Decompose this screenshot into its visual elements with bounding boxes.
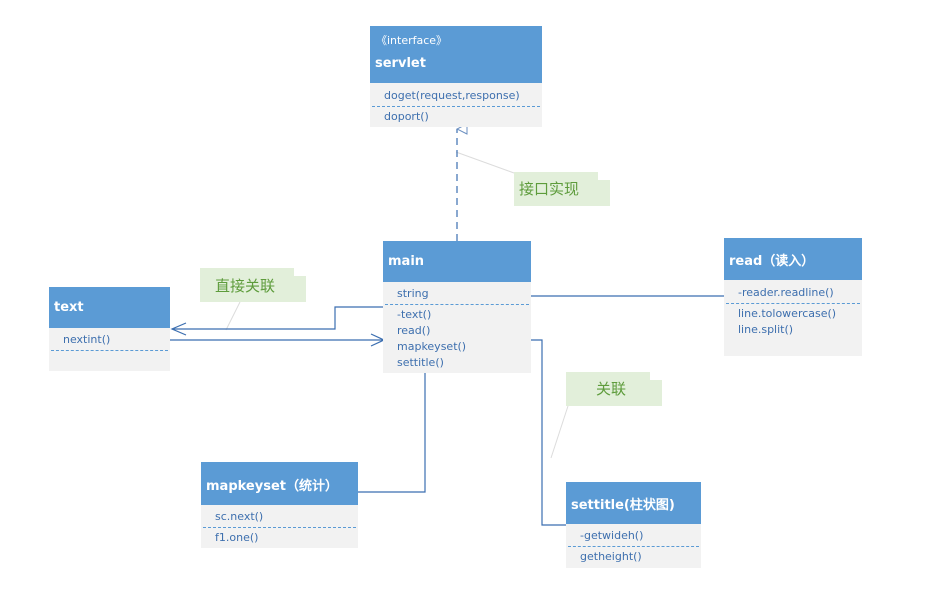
divider [51,350,168,351]
divider [203,527,356,528]
method-text: -text() [397,308,432,321]
method-doget: doget(request,response) [384,89,520,102]
note-pointer-interface [455,151,515,174]
class-settitle[interactable]: settitle(柱状图) -getwideh() getheight() [566,482,701,568]
method-getheight: getheight() [580,550,642,563]
method-mapkeyset: mapkeyset() [397,340,467,353]
class-body: -reader.readline() line.tolowercase() li… [724,280,862,356]
class-header: 《interface》 servlet [370,26,542,83]
class-text[interactable]: text nextint() [49,287,170,371]
field-string: string [397,287,429,300]
note-interface-impl[interactable]: 接口实现 [514,172,610,206]
divider [726,303,860,304]
note-assoc[interactable]: 关联 [566,372,662,406]
class-name: settitle(柱状图) [571,498,675,513]
method-tolowercase: line.tolowercase() [738,307,837,320]
class-name: mapkeyset（统计） [206,479,338,494]
class-servlet[interactable]: 《interface》 servlet doget(request,respon… [370,26,542,127]
method-split: line.split() [738,323,794,336]
method-nextint: nextint() [63,333,111,346]
stereotype-label: 《interface》 [376,34,448,47]
class-body: -getwideh() getheight() [566,524,701,568]
class-header: settitle(柱状图) [566,482,701,524]
class-body: sc.next() f1.one() [201,505,358,548]
note-text: 直接关联 [215,277,276,295]
assoc-main-settitle[interactable] [531,339,566,526]
note-text: 关联 [596,380,627,398]
class-body: string -text() read() mapkeyset() settit… [383,282,531,373]
arrowhead-to-text [170,322,187,336]
field-readline: -reader.readline() [738,286,834,299]
class-body: nextint() [49,328,170,371]
class-body: doget(request,response) doport() [370,83,542,127]
divider [568,546,699,547]
assoc-main-mapkeyset[interactable] [358,373,426,493]
class-header: main [383,241,531,282]
assoc-main-text[interactable] [172,306,383,330]
note-fold [650,372,662,380]
class-name: main [388,254,425,269]
class-main[interactable]: main string -text() read() mapkeyset() s… [383,241,531,373]
method-f1one: f1.one() [215,531,259,544]
class-read[interactable]: read（读入） -reader.readline() line.tolower… [724,238,862,356]
class-name: text [54,300,84,315]
note-direct-assoc[interactable]: 直接关联 [200,268,306,302]
method-getwideh: -getwideh() [580,529,644,542]
field-scnext: sc.next() [215,510,264,523]
note-fold [294,268,306,276]
note-text: 接口实现 [519,180,580,198]
class-name: servlet [375,56,426,71]
note-pointer-direct [225,301,241,331]
note-pointer-assoc [550,405,569,459]
divider [372,106,540,107]
method-doport: doport() [384,110,429,123]
class-header: mapkeyset（统计） [201,462,358,505]
method-settitle: settitle() [397,356,444,369]
class-header: read（读入） [724,238,862,280]
divider [385,304,529,305]
method-read: read() [397,324,431,337]
class-mapkeyset[interactable]: mapkeyset（统计） sc.next() f1.one() [201,462,358,548]
class-header: text [49,287,170,328]
class-name: read（读入） [729,254,815,269]
note-fold [598,172,610,180]
